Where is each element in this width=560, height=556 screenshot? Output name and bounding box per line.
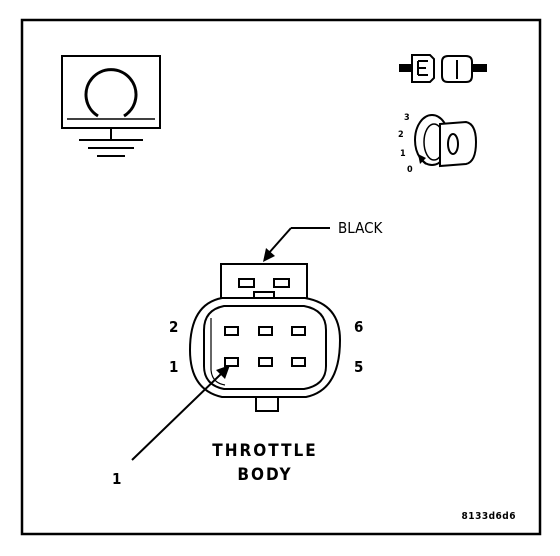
pin-cavity-3 bbox=[258, 357, 273, 367]
pin-cavity-4 bbox=[258, 326, 273, 336]
diagram-frame bbox=[20, 18, 542, 536]
svg-text:3: 3 bbox=[404, 113, 410, 123]
pin-label-2: 2 bbox=[169, 318, 178, 336]
connector-title-line1: THROTTLE bbox=[212, 441, 317, 461]
pin-cavity-6 bbox=[291, 326, 306, 336]
wire-color-label: BLACK bbox=[338, 219, 384, 237]
ignition-key-icon: 3 2 1 0 bbox=[398, 113, 478, 175]
pin-label-6: 6 bbox=[354, 318, 363, 336]
pin-cavity-2 bbox=[224, 326, 239, 336]
svg-text:0: 0 bbox=[407, 165, 413, 175]
color-callout: BLACK bbox=[263, 219, 384, 262]
connector-disconnect-icon bbox=[399, 54, 487, 83]
pin-cavity-5 bbox=[291, 357, 306, 367]
callout-number-1: 1 bbox=[112, 470, 121, 488]
pin-label-5: 5 bbox=[354, 358, 363, 376]
figure-code: 8133d6d6 bbox=[462, 511, 516, 522]
svg-text:1: 1 bbox=[400, 149, 406, 159]
svg-text:2: 2 bbox=[398, 130, 404, 140]
pin-cavity-1 bbox=[224, 357, 239, 367]
connector-face-icon bbox=[188, 263, 342, 412]
oscilloscope-ground-icon bbox=[61, 55, 161, 157]
connector-title-line2: BODY bbox=[237, 465, 292, 485]
pin-label-1: 1 bbox=[169, 358, 178, 376]
callout-arrow-1 bbox=[131, 365, 230, 461]
